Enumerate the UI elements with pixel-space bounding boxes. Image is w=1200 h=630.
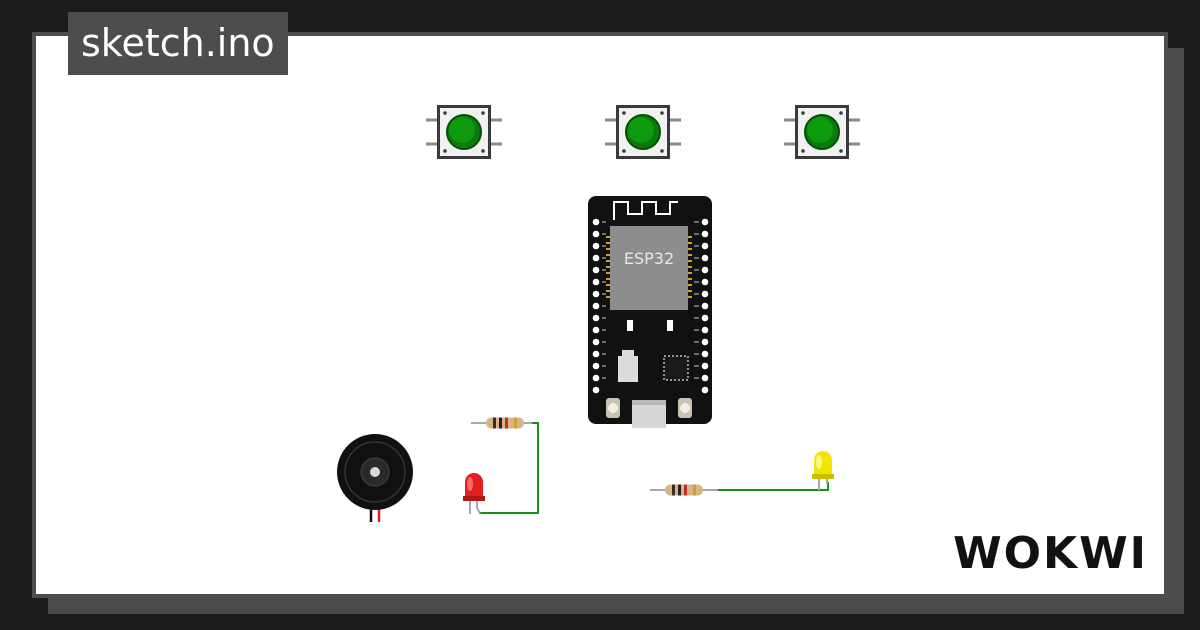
esp32-board[interactable]: ESP32 — [588, 196, 712, 428]
esp32-module-shield — [610, 226, 688, 310]
resistor-1[interactable] — [470, 416, 540, 430]
pushbutton-1[interactable] — [424, 103, 504, 161]
file-tab[interactable]: sketch.ino — [68, 12, 288, 75]
chip-label: ESP32 — [624, 249, 674, 268]
pushbutton-3[interactable] — [782, 103, 862, 161]
pushbutton-icon[interactable] — [424, 103, 504, 161]
resistor-icon[interactable] — [649, 483, 719, 497]
pushbutton-icon[interactable] — [782, 103, 862, 161]
wire[interactable] — [479, 422, 539, 514]
resistor-2[interactable] — [649, 483, 719, 497]
resistor-icon[interactable] — [470, 416, 540, 430]
wire[interactable] — [718, 482, 829, 491]
pushbutton-2[interactable] — [603, 103, 683, 161]
buzzer[interactable] — [337, 434, 413, 522]
pushbutton-icon[interactable] — [603, 103, 683, 161]
led-yellow[interactable] — [812, 451, 834, 490]
led-red[interactable] — [463, 473, 485, 514]
wokwi-logo-icon: WOKWI — [953, 528, 1148, 579]
